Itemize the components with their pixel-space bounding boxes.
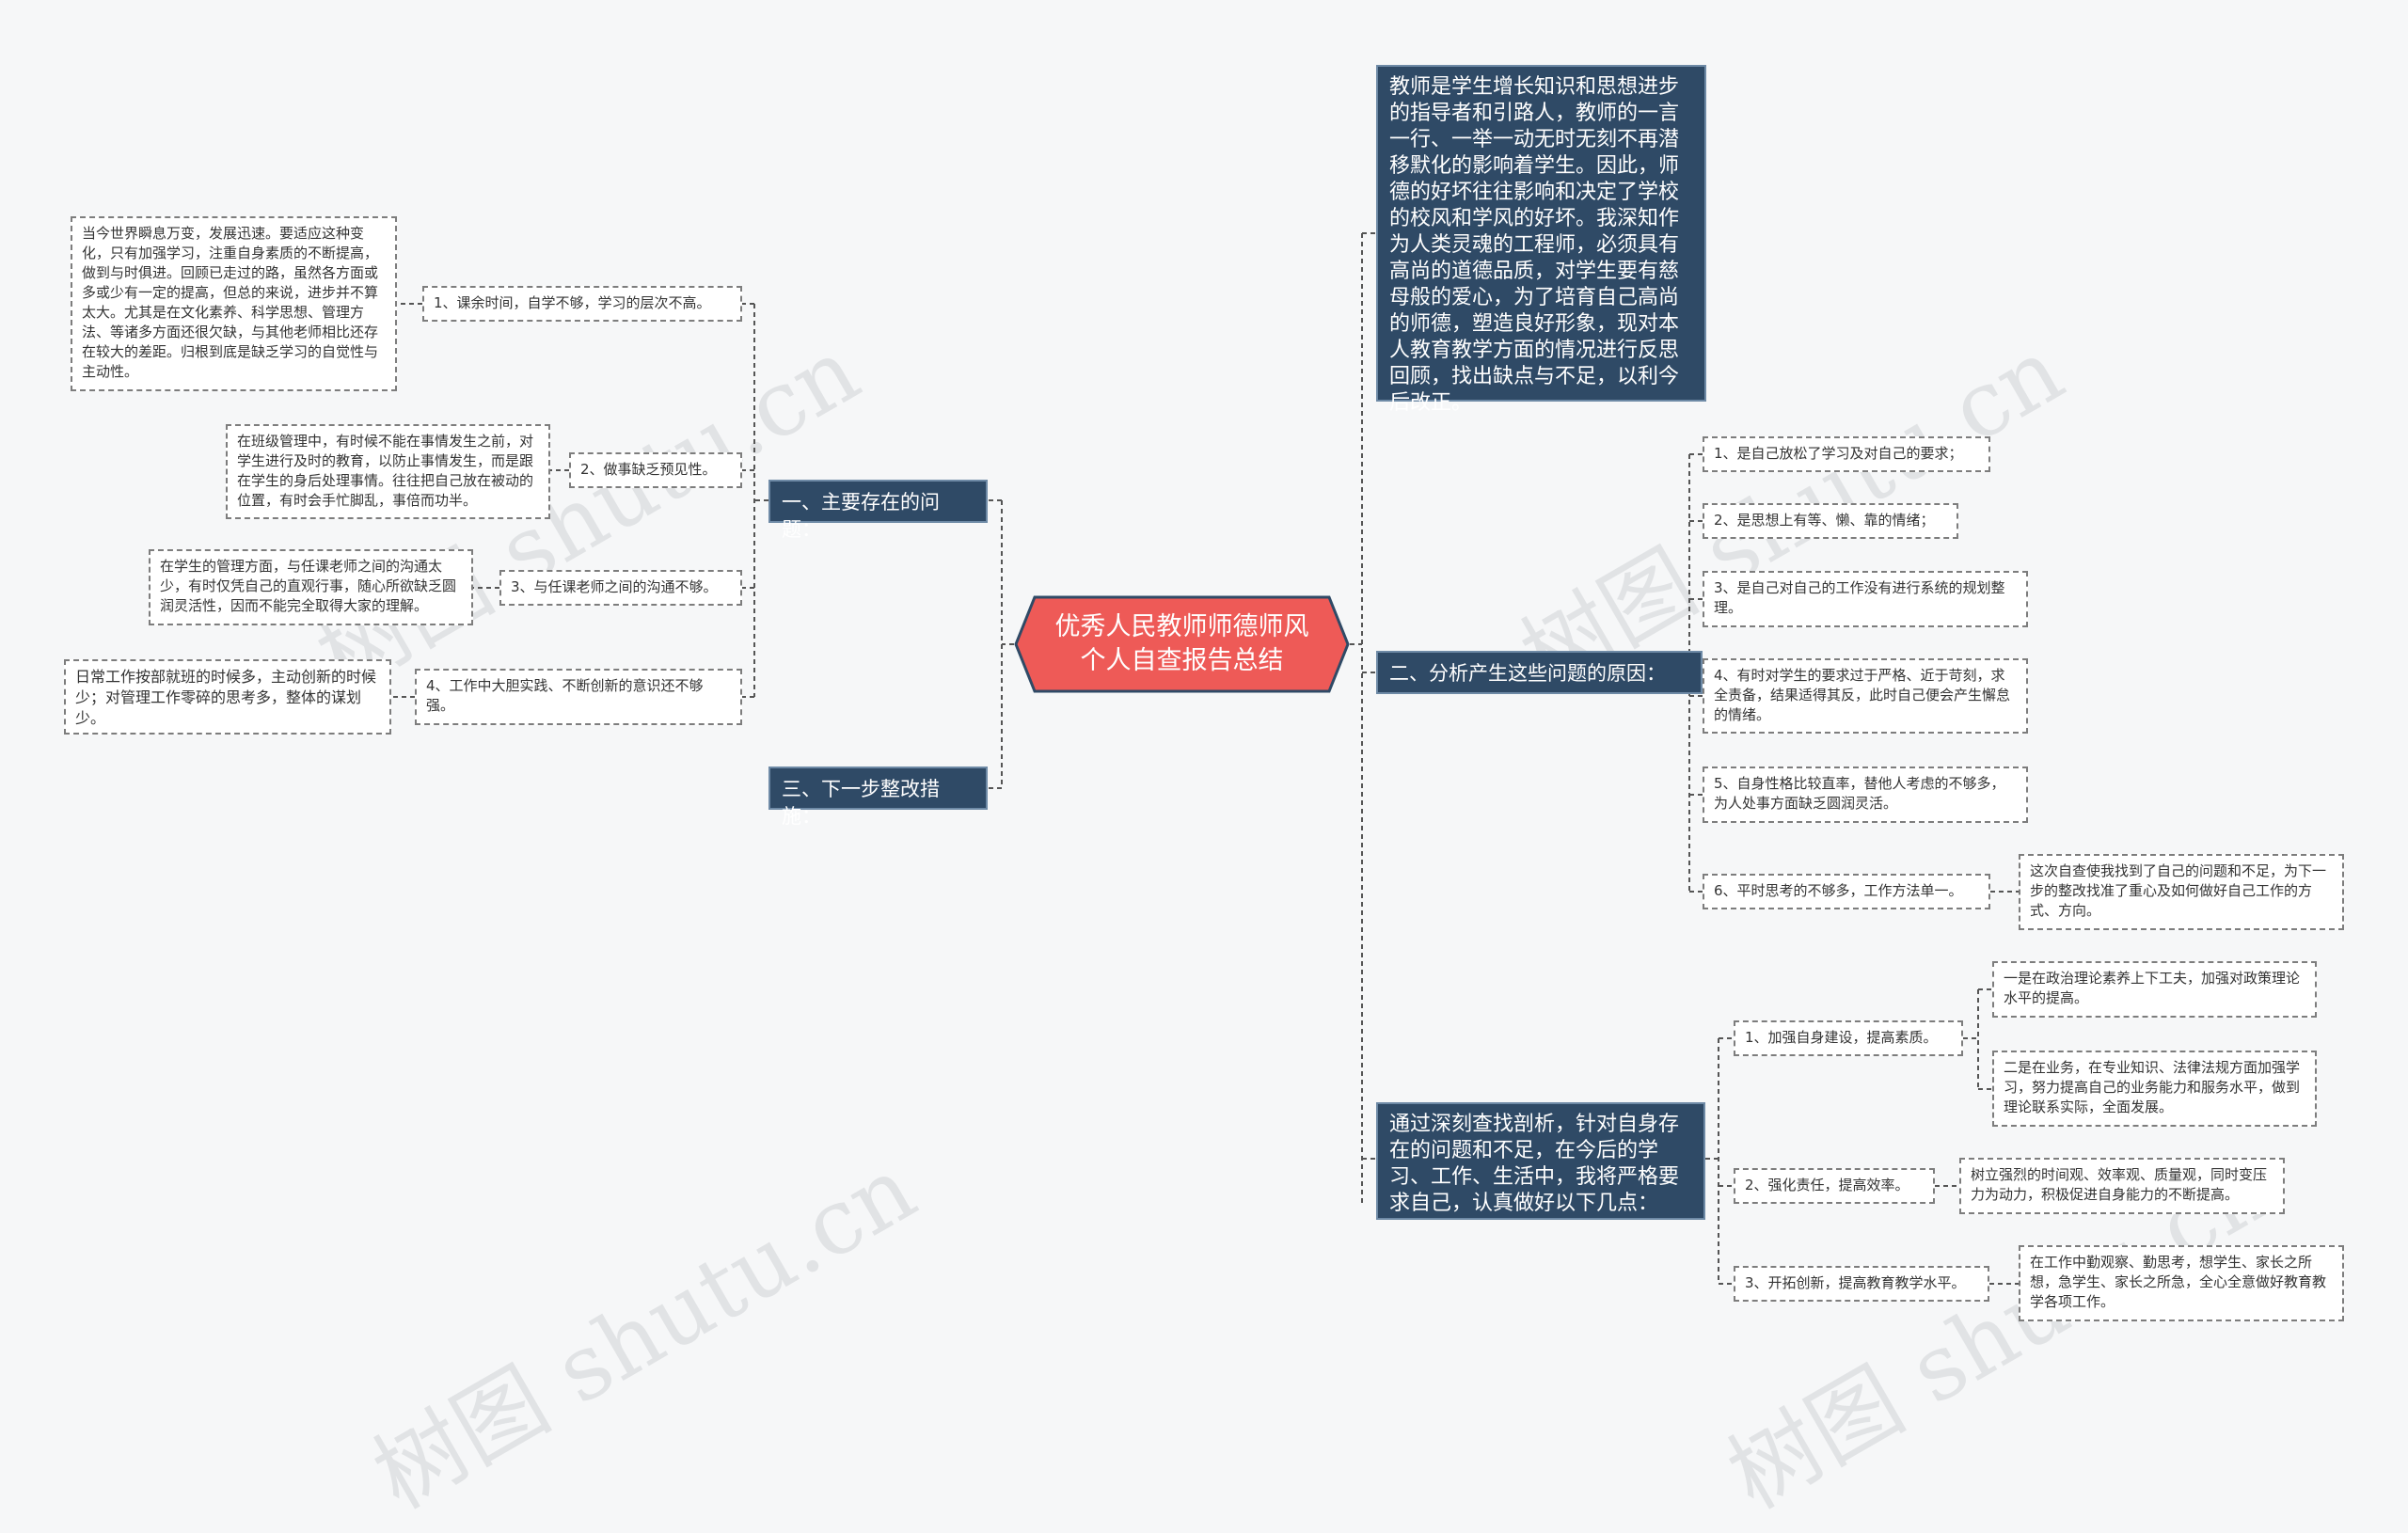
measure-item-1[interactable]: 1、加强自身建设，提高素质。 (1734, 1020, 1963, 1056)
central-topic[interactable]: 优秀人民教师师德师风个人自查报告总结 (1014, 595, 1350, 693)
topic-measures[interactable]: 通过深刻查找剖析，针对自身存在的问题和不足，在今后的学习、工作、生活中，我将严格… (1376, 1102, 1705, 1220)
cause-item-3[interactable]: 3、是自己对自己的工作没有进行系统的规划整理。 (1703, 571, 2028, 627)
cause-item-6[interactable]: 6、平时思考的不够多，工作方法单一。 (1703, 874, 1990, 909)
problem-item-2[interactable]: 2、做事缺乏预见性。 (569, 452, 742, 488)
cause-item-2[interactable]: 2、是思想上有等、懒、靠的情绪； (1703, 503, 1958, 539)
problem-item-1[interactable]: 1、课余时间，自学不够，学习的层次不高。 (422, 286, 742, 322)
cause-detail-6: 这次自查使我找到了自己的问题和不足，为下一步的整改找准了重心及如何做好自己工作的… (2019, 854, 2344, 930)
measure-detail-2: 树立强烈的时间观、效率观、质量观，同时变压力为动力，积极促进自身能力的不断提高。 (1959, 1158, 2285, 1214)
problem-detail-4: 日常工作按部就班的时候多，主动创新的时候少；对管理工作零碎的思考多，整体的谋划少… (64, 659, 391, 735)
problem-item-3[interactable]: 3、与任课老师之间的沟通不够。 (499, 570, 742, 606)
problem-detail-3: 在学生的管理方面，与任课老师之间的沟通太少，有时仅凭自己的直观行事，随心所欲缺乏… (149, 549, 473, 625)
problem-detail-1: 当今世界瞬息万变，发展迅速。要适应这种变化，只有加强学习，注重自身素质的不断提高… (71, 216, 397, 391)
measure-detail-1a: 一是在政治理论素养上下工夫，加强对政策理论水平的提高。 (1992, 961, 2317, 1018)
measure-item-3[interactable]: 3、开拓创新，提高教育教学水平。 (1734, 1266, 1989, 1302)
problem-detail-2: 在班级管理中，有时候不能在事情发生之前，对学生进行及时的教育，以防止事情发生，而… (226, 424, 550, 519)
cause-item-1[interactable]: 1、是自己放松了学习及对自己的要求； (1703, 436, 1990, 472)
central-topic-title: 优秀人民教师师德师风个人自查报告总结 (1054, 612, 1309, 675)
intro-node[interactable]: 教师是学生增长知识和思想进步的指导者和引路人，教师的一言一行、一举一动无时无刻不… (1376, 65, 1706, 415)
cause-item-5[interactable]: 5、自身性格比较直率，替他人考虑的不够多，为人处事方面缺乏圆润灵活。 (1703, 766, 2028, 823)
measure-item-2[interactable]: 2、强化责任，提高效率。 (1734, 1168, 1935, 1204)
cause-item-4[interactable]: 4、有时对学生的要求过于严格、近于苛刻，求全责备，结果适得其反，此时自己便会产生… (1703, 658, 2028, 734)
measure-detail-3: 在工作中勤观察、勤思考，想学生、家长之所想，急学生、家长之所急，全心全意做好教育… (2019, 1245, 2344, 1321)
topic-next-steps[interactable]: 三、下一步整改措施： (768, 766, 988, 828)
measure-detail-1b: 二是在业务，在专业知识、法律法规方面加强学习，努力提高自己的业务能力和服务水平，… (1992, 1051, 2317, 1127)
problem-item-4[interactable]: 4、工作中大胆实践、不断创新的意识还不够强。 (415, 669, 742, 725)
topic-causes[interactable]: 二、分析产生这些问题的原因： (1376, 651, 1703, 694)
topic-problems[interactable]: 一、主要存在的问题： (768, 480, 988, 541)
